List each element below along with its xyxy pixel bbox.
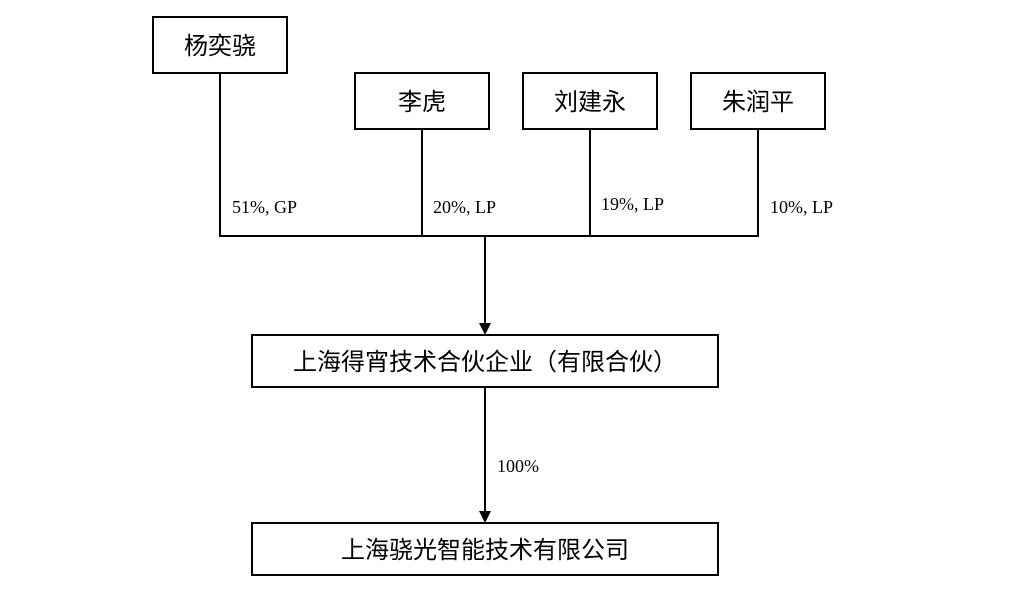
arrowhead — [479, 511, 491, 523]
shareholder-node-liu-jianyong: 刘建永 — [522, 72, 658, 130]
node-box — [354, 72, 490, 130]
node-box — [152, 16, 288, 74]
node-label: 李虎 — [398, 88, 446, 116]
company-node: 上海骁光智能技术有限公司 — [251, 522, 719, 576]
node-box — [251, 334, 719, 388]
shareholder-node-zhu-runping: 朱润平 — [690, 72, 826, 130]
node-label: 杨奕骁 — [184, 32, 256, 60]
node-label: 上海得宵技术合伙企业（有限合伙） — [293, 348, 677, 376]
share-label-li-hu: 20%, LP — [433, 197, 496, 217]
shareholder-node-li-hu: 李虎 — [354, 72, 490, 130]
node-box — [251, 522, 719, 576]
share-label-yang-yixiao: 51%, GP — [232, 197, 297, 217]
shareholder-node-yang-yixiao: 杨奕骁 — [152, 16, 288, 74]
node-box — [690, 72, 826, 130]
node-label: 上海骁光智能技术有限公司 — [341, 536, 629, 564]
arrow-to-company — [479, 387, 491, 523]
share-label-zhu-runping: 10%, LP — [770, 197, 833, 217]
arrowhead — [479, 323, 491, 335]
share-label-liu-jianyong: 19%, LP — [601, 194, 664, 214]
node-label: 朱润平 — [722, 88, 794, 116]
partnership-node: 上海得宵技术合伙企业（有限合伙） — [251, 334, 719, 388]
share-label-partnership-to-company: 100% — [497, 456, 539, 476]
arrow-to-partnership — [479, 236, 491, 335]
node-label: 刘建永 — [554, 88, 626, 116]
